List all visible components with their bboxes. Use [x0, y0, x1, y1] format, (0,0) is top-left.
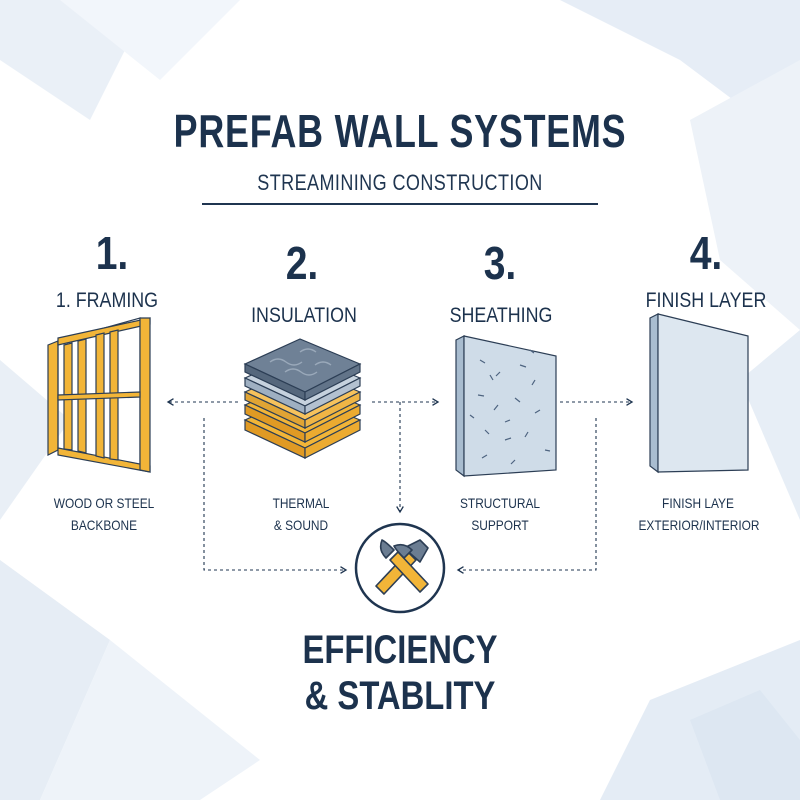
step-1-caption: WOOD OR STEEL BACKBONE — [45, 492, 164, 536]
step-2-caption: THERMAL & SOUND — [242, 492, 361, 536]
step-4-caption-line1: FINISH LAYE — [662, 495, 734, 511]
step-2-caption-line2: & SOUND — [273, 517, 329, 533]
step-3-caption: STRUCTURAL SUPPORT — [441, 492, 560, 536]
step-1-label: 1. FRAMING — [55, 289, 159, 312]
finish-layer-illustration — [649, 313, 749, 474]
sheathing-illustration — [455, 335, 557, 478]
page-title: PREFAB WALL SYSTEMS — [173, 105, 627, 157]
hammer-wrench-icon — [354, 522, 446, 614]
flow-arrows — [166, 398, 634, 574]
step-4-caption: FINISH LAYE EXTERIOR/INTERIOR — [638, 492, 760, 536]
step-4-label: FINISH LAYER — [645, 289, 767, 312]
step-3-caption-line1: STRUCTURAL — [459, 495, 541, 511]
step-2-number: 2. — [285, 237, 319, 289]
subtitle: STREAMINING CONSTRUCTION — [257, 170, 543, 195]
framing-illustration — [47, 317, 151, 473]
step-2-caption-line1: THERMAL — [272, 495, 330, 511]
step-1-caption-line2: BACKBONE — [70, 517, 138, 533]
step-3-number: 3. — [483, 237, 517, 289]
step-1-caption-line1: WOOD OR STEEL — [53, 495, 155, 511]
step-1-number: 1. — [95, 227, 129, 279]
step-3-caption-line2: SUPPORT — [471, 517, 529, 533]
bottom-heading-line1: EFFICIENCY — [302, 628, 498, 672]
step-4-number: 4. — [689, 227, 723, 279]
insulation-illustration — [243, 338, 362, 459]
step-2-label: INSULATION — [251, 304, 357, 327]
step-3-label: SHEATHING — [449, 304, 553, 327]
title-divider — [202, 203, 598, 205]
step-4-caption-line2: EXTERIOR/INTERIOR — [638, 517, 760, 533]
bottom-heading-line2: & STABLITY — [304, 674, 496, 718]
